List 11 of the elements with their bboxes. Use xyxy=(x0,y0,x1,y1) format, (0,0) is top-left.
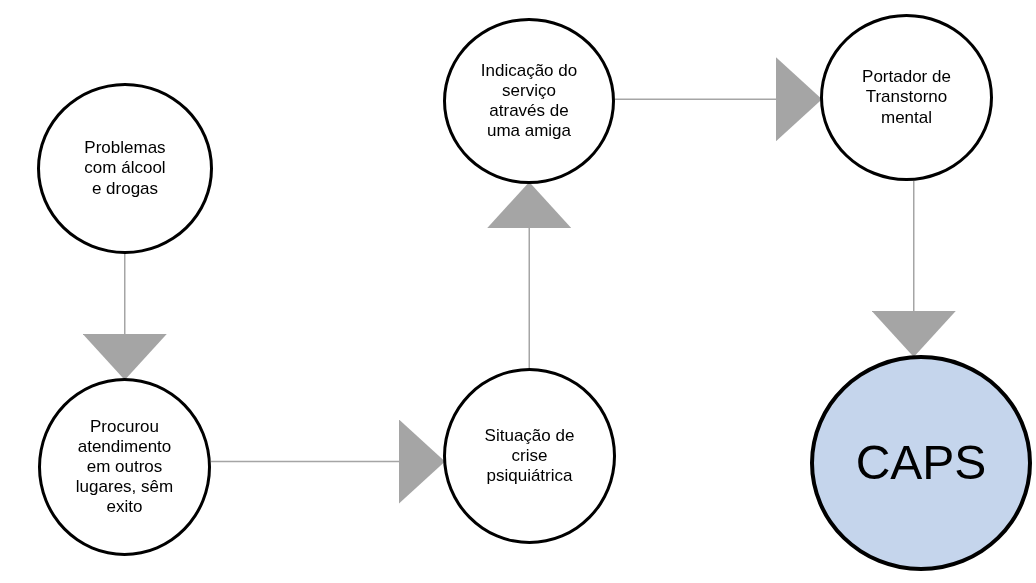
node-text: Procurou atendimento em outros lugares, sêm exito xyxy=(74,416,175,518)
arrow xyxy=(210,419,445,504)
arrow xyxy=(871,180,956,357)
node-text: CAPS xyxy=(854,434,988,491)
arrow xyxy=(82,253,167,380)
arrow xyxy=(614,57,822,142)
node-text: Problemas com álcool e drogas xyxy=(83,138,167,199)
node-text: Portador de Transtorno mental xyxy=(861,67,952,128)
node-text: Situação de crise psiquiátrica xyxy=(483,425,576,487)
arrow xyxy=(487,182,572,369)
node-text: Indicação do serviço através de uma amiga xyxy=(479,60,579,142)
